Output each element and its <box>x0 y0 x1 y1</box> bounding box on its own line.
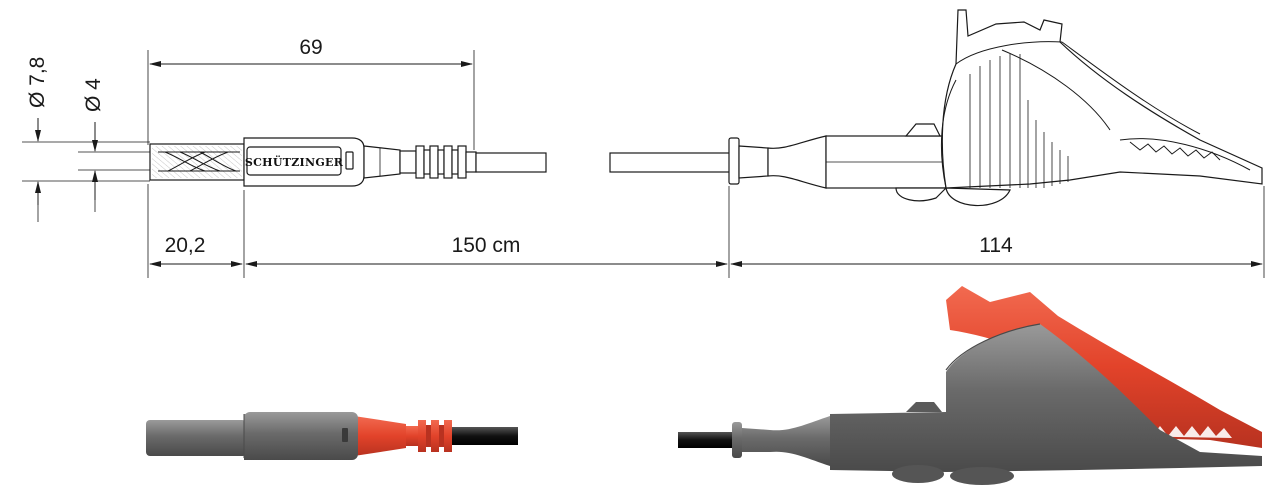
brand-label: SCHÜTZINGER <box>245 155 344 169</box>
dim-label-150-cm: 150 cm <box>452 234 521 257</box>
dimension-outer-diameter: Ø 7,8 <box>22 57 150 222</box>
dimension-plug-length: 69 <box>147 36 475 150</box>
dimension-clip-length: 114 <box>730 186 1265 278</box>
dim-label-69: 69 <box>299 36 322 59</box>
dim-label-inner-diameter: Ø 4 <box>82 78 105 112</box>
dimension-tip-length: 20,2 <box>147 184 245 278</box>
dim-label-20-2: 20,2 <box>165 234 206 257</box>
hood-hatching <box>969 54 1069 188</box>
dim-label-outer-diameter: Ø 7,8 <box>26 57 49 108</box>
clip-drawing <box>728 9 1263 207</box>
plug-drawing: SCHÜTZINGER <box>149 137 547 187</box>
dimension-cable-length: 150 cm <box>245 186 730 278</box>
clip-photo <box>678 286 1262 485</box>
cable-drawing <box>609 152 731 173</box>
dimension-inner-diameter: Ø 4 <box>78 78 150 212</box>
dim-label-114: 114 <box>979 234 1013 257</box>
plug-photo <box>146 412 518 460</box>
